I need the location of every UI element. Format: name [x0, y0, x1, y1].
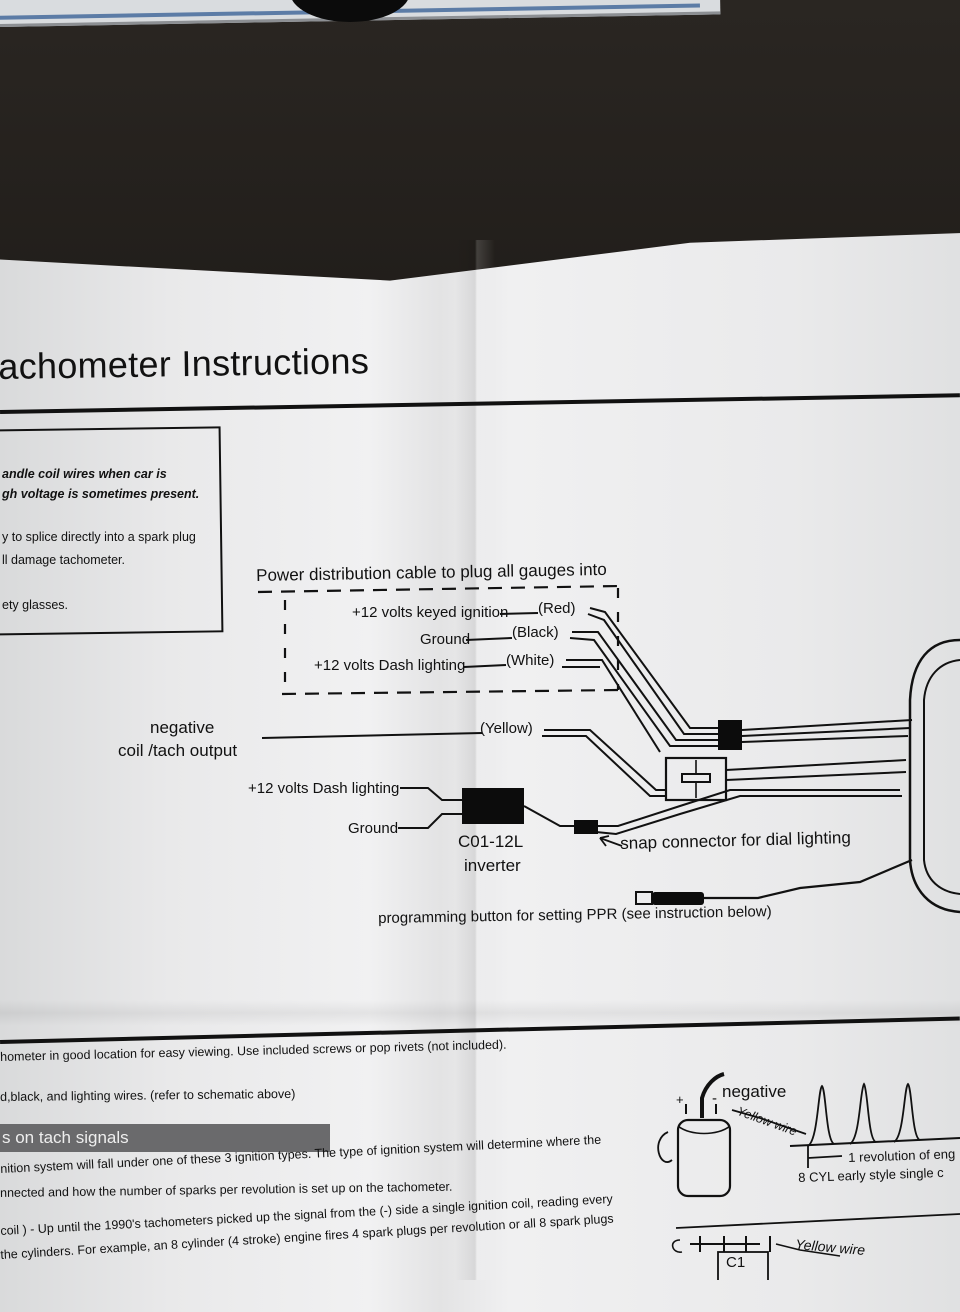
- warning-note-3: ety glasses.: [2, 598, 69, 612]
- label-black: (Black): [512, 624, 559, 641]
- warning-line-2: gh voltage is sometimes present.: [2, 487, 200, 501]
- connector-block: [718, 720, 742, 750]
- coil-negative-label: negative: [722, 1082, 787, 1101]
- section-header-text: s on tach signals: [2, 1128, 129, 1147]
- label-dash-lighting-2: +12 volts Dash lighting: [248, 780, 400, 797]
- warning-note-2: ll damage tachometer.: [2, 553, 125, 567]
- dark-object: [290, 0, 410, 22]
- label-negative: negative: [150, 718, 215, 737]
- label-inverter-code: C01-12L: [458, 832, 524, 851]
- label-keyed-ignition: +12 volts keyed ignition: [352, 604, 509, 621]
- warning-note-1: y to splice directly into a spark plug: [2, 530, 196, 544]
- warning-line-1: andle coil wires when car is: [2, 467, 167, 481]
- label-white: (White): [506, 652, 555, 669]
- label-yellow: (Yellow): [480, 720, 533, 737]
- wiring-diagram: [257, 584, 960, 1280]
- label-dash-lighting: +12 volts Dash lighting: [314, 657, 466, 674]
- snap-connector: [574, 820, 598, 834]
- label-red: (Red): [538, 600, 576, 617]
- programming-button-plug: [652, 892, 704, 905]
- section-header-band: s on tach signals: [0, 1124, 330, 1152]
- label-ground-2: Ground: [348, 820, 399, 837]
- label-coil-output: coil /tach output: [118, 741, 238, 760]
- coil-plus-label: +: [676, 1092, 684, 1107]
- coil-minus-label: -: [712, 1090, 717, 1107]
- inverter-block: [462, 788, 524, 824]
- paper-fold-vertical: [455, 240, 495, 1280]
- label-ground: Ground: [420, 631, 471, 648]
- coil-c1-label: C1: [726, 1254, 746, 1271]
- label-inverter: inverter: [464, 856, 521, 875]
